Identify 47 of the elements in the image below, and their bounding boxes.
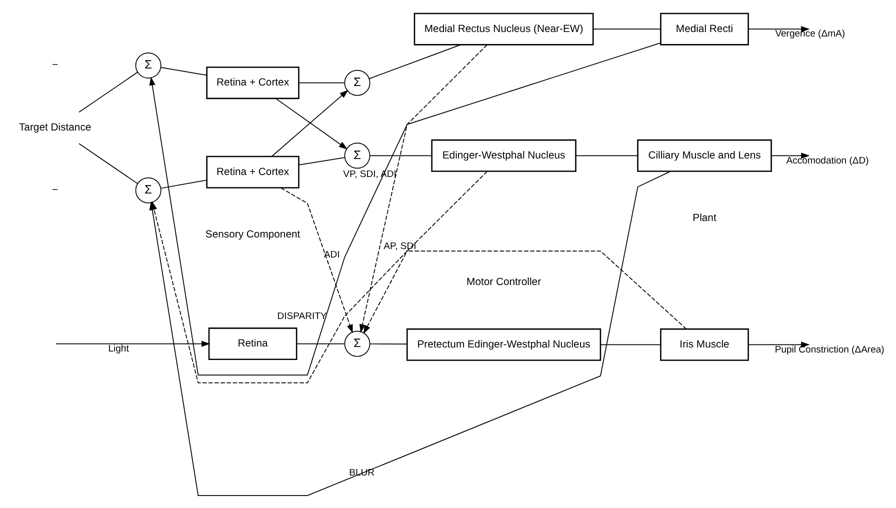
arrow (280, 186, 353, 333)
arrow (275, 98, 348, 149)
connector (78, 71, 138, 112)
node-circle: Σ (344, 69, 370, 96)
connector (298, 156, 346, 165)
node-box: Medial Recti (660, 12, 749, 45)
node-box: Edinger-Westphal Nucleus (431, 138, 576, 172)
connector (296, 342, 346, 344)
label: Sensory Component (205, 228, 300, 240)
edge-label: ADI (324, 248, 340, 260)
node-box: Retina + Cortex (206, 66, 300, 99)
connector (78, 142, 138, 184)
label: − (52, 60, 58, 71)
edge-label: AP, SDI (384, 240, 416, 252)
node-circle: Σ (135, 176, 162, 203)
connector (298, 82, 346, 83)
connector (592, 28, 661, 29)
connector (160, 66, 208, 76)
label: Plant (692, 212, 716, 224)
arrow (770, 152, 810, 158)
label: Motor Controller (466, 276, 542, 288)
node-circle: Σ (135, 52, 162, 78)
label: − (52, 184, 58, 196)
edge-label: Vergence (ΔmA) (775, 28, 846, 40)
arrow (359, 44, 488, 332)
connector (600, 344, 662, 345)
node-text: Target Distance (19, 122, 92, 134)
node-box: Pretectum Edinger-Westphal Nucleus (406, 328, 602, 360)
node-box: Retina (208, 327, 298, 360)
arrow (748, 26, 810, 32)
arrow (363, 170, 488, 334)
edge-label: Light (108, 342, 129, 354)
connector (370, 154, 432, 156)
node-circle: Σ (344, 142, 370, 168)
node-circle: Σ (344, 330, 370, 356)
connector (370, 342, 408, 344)
connector (368, 44, 462, 79)
connector (160, 179, 208, 188)
arrow (56, 340, 210, 346)
connector (576, 154, 638, 156)
node-box: Iris Muscle (660, 328, 749, 360)
node-box: Medial Rectus Nucleus (Near-EW) (414, 12, 594, 45)
arrow (271, 89, 348, 156)
node-box: Retina + Cortex (206, 155, 300, 188)
node-box: Cilliary Muscle and Lens (637, 138, 772, 172)
edge-label: Accomodation (ΔD) (786, 154, 869, 166)
edge-label: Pupil Constriction (ΔArea) (774, 344, 884, 355)
